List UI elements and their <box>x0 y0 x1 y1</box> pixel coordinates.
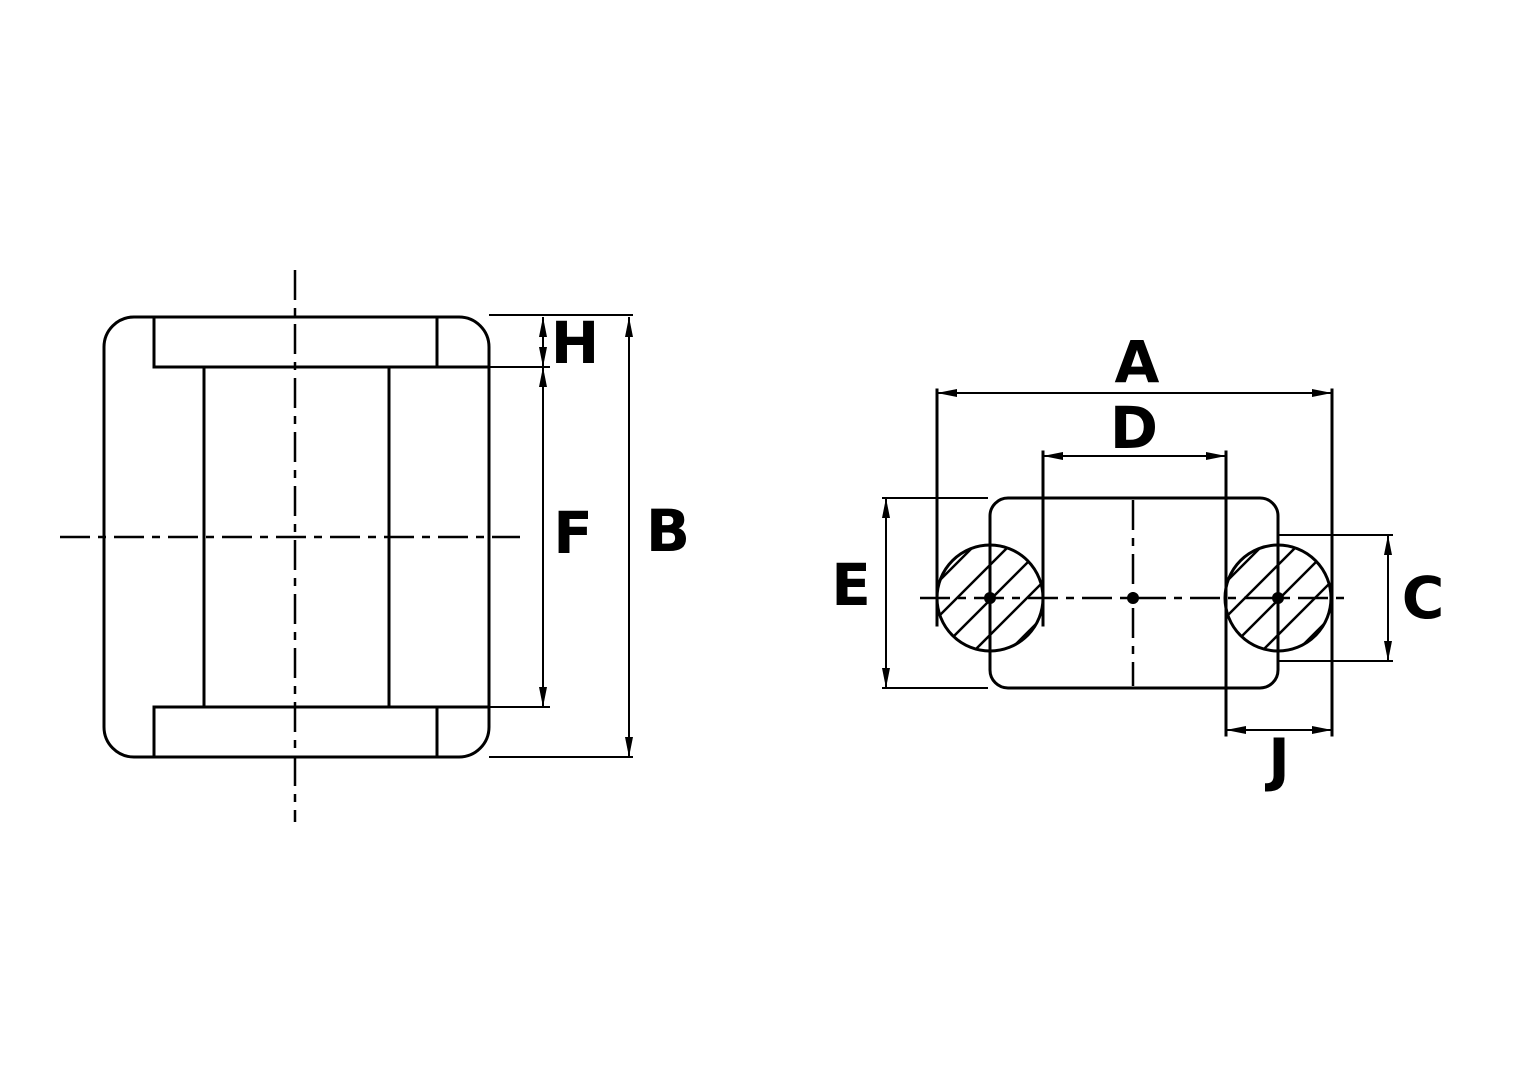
center-point <box>1127 592 1139 604</box>
dimension-j <box>1226 726 1332 734</box>
label-j: J <box>1264 726 1290 794</box>
dimension-c <box>1278 534 1393 662</box>
label-d: D <box>1110 394 1158 462</box>
left-pin-section <box>935 543 1045 653</box>
label-f: F <box>553 499 593 567</box>
dimension-e <box>882 497 988 689</box>
label-c: C <box>1402 564 1445 632</box>
right-pin-section <box>1223 543 1333 653</box>
dimension-d <box>1043 452 1226 460</box>
dimension-a <box>937 389 1332 397</box>
top-flange <box>152 315 491 369</box>
side-view: H F B <box>60 270 690 822</box>
section-view: A D E C J <box>831 328 1444 794</box>
dimension-f <box>539 367 547 707</box>
dimension-h <box>539 317 547 367</box>
label-a: A <box>1115 328 1160 396</box>
label-b: B <box>646 497 690 565</box>
label-e: E <box>831 551 871 619</box>
label-h: H <box>551 309 600 377</box>
bottom-flange <box>152 705 491 759</box>
dimension-b <box>625 317 633 757</box>
